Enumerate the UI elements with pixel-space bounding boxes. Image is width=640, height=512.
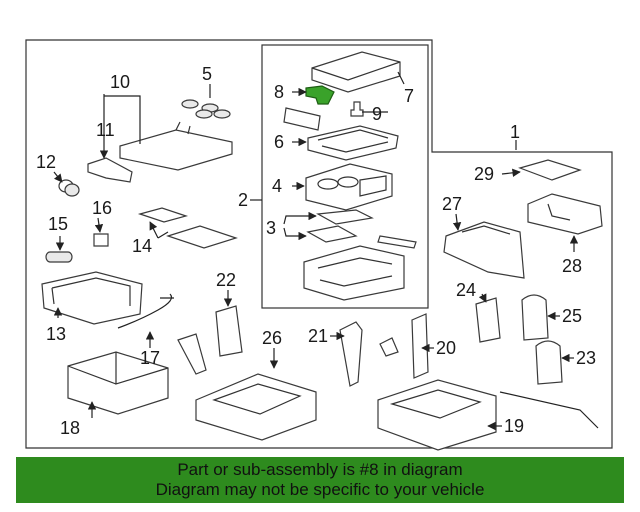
callout-4: 4 xyxy=(272,176,282,196)
callout-12: 12 xyxy=(36,152,56,172)
part-22-panel xyxy=(215,305,243,357)
part-26-frame xyxy=(195,373,317,441)
callout-8: 8 xyxy=(274,82,284,102)
subassembly-box xyxy=(261,44,429,309)
part-4-console-body xyxy=(305,163,393,211)
diagram-frame xyxy=(25,39,613,449)
callout-20: 20 xyxy=(436,338,456,358)
part-28-bracket xyxy=(527,193,603,235)
leader-lines xyxy=(53,71,579,431)
callout-14: 14 xyxy=(132,236,152,256)
callout-10: 10 xyxy=(110,72,130,92)
part-18-tray xyxy=(67,351,169,415)
part-24-panel xyxy=(475,297,501,343)
part-7-lid xyxy=(311,51,401,93)
part-11-hinge xyxy=(87,157,133,183)
part-17-cable xyxy=(117,293,174,329)
part-bracket xyxy=(377,235,417,249)
info-banner: Part or sub-assembly is #8 in diagram Di… xyxy=(16,457,624,503)
part-plate xyxy=(283,107,321,131)
callout-22: 22 xyxy=(216,270,236,290)
callout-23: 23 xyxy=(576,348,596,368)
banner-line-2: Diagram may not be specific to your vehi… xyxy=(155,480,485,499)
callout-7: 7 xyxy=(404,86,414,106)
callout-2: 2 xyxy=(238,190,248,210)
callout-15: 15 xyxy=(48,214,68,234)
callout-3: 3 xyxy=(266,218,276,238)
part-25-side-panel xyxy=(521,294,549,341)
part-8-highlighted xyxy=(305,85,335,105)
callout-6: 6 xyxy=(274,132,284,152)
part-14-pad-a xyxy=(137,207,189,223)
callout-5: 5 xyxy=(202,64,212,84)
part-23-side-panel xyxy=(535,340,563,385)
callout-17: 17 xyxy=(140,348,160,368)
part-12-knob xyxy=(58,179,80,197)
part-lower-bin xyxy=(303,245,405,301)
part-19-base-frame xyxy=(377,379,599,451)
part-16-clip xyxy=(93,233,109,247)
callout-21: 21 xyxy=(308,326,328,346)
callout-1: 1 xyxy=(510,122,520,142)
callout-28: 28 xyxy=(562,256,582,276)
callout-27: 27 xyxy=(442,194,462,214)
callout-24: 24 xyxy=(456,280,476,300)
part-21-bracket xyxy=(339,321,363,387)
part-6-tray xyxy=(307,125,399,161)
part-10-armrest xyxy=(119,121,233,171)
part-14-pad-b xyxy=(166,225,238,249)
callout-labels: 1 2 3 4 5 6 7 8 9 10 11 12 13 14 15 16 1… xyxy=(36,64,596,438)
part-13-bin xyxy=(41,271,143,325)
callout-19: 19 xyxy=(504,416,524,436)
callout-29: 29 xyxy=(474,164,494,184)
part-3-mat-a xyxy=(316,209,374,225)
part-20-bracket xyxy=(411,313,429,379)
part-15-cylinder xyxy=(45,251,73,263)
callout-11: 11 xyxy=(96,120,115,140)
part-5-cup-rings xyxy=(181,99,231,119)
part-27-housing xyxy=(443,221,525,279)
callout-13: 13 xyxy=(46,324,66,344)
callout-9: 9 xyxy=(372,104,382,124)
part-3-mat-b xyxy=(306,225,358,243)
part-9-pin xyxy=(350,101,364,117)
callout-26: 26 xyxy=(262,328,282,348)
banner-line-1: Part or sub-assembly is #8 in diagram xyxy=(177,460,463,479)
callout-18: 18 xyxy=(60,418,80,438)
callout-25: 25 xyxy=(562,306,582,326)
part-small-clip xyxy=(379,337,399,357)
callout-16: 16 xyxy=(92,198,112,218)
part-29-plate xyxy=(518,159,582,181)
part-small-bracket xyxy=(177,333,207,375)
